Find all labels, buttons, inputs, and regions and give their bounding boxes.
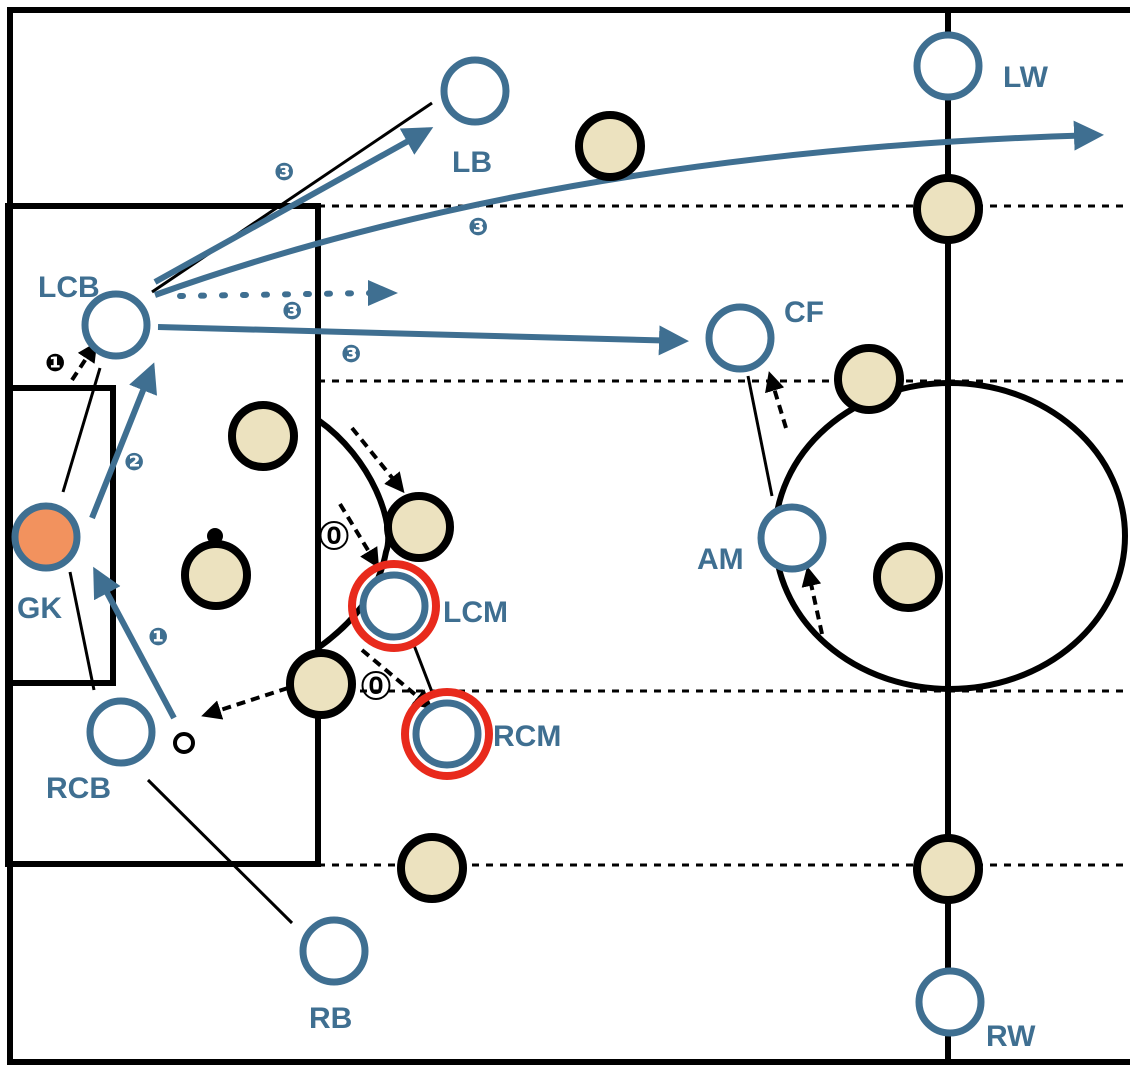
- opponent-facing-marker: [207, 528, 223, 544]
- connector-lcm-rcm: [410, 639, 434, 693]
- black-connectors: [61, 101, 774, 925]
- opponent-4: [834, 344, 904, 414]
- player-rb: [299, 916, 369, 986]
- label-lcb: LCB: [38, 271, 100, 304]
- label-lb: LB: [452, 146, 492, 179]
- step-one-black: ❶: [45, 349, 65, 377]
- opponent-6: [181, 540, 251, 610]
- highlight-ring-rcm: [401, 688, 493, 780]
- pass-lcb-to-cf: [157, 324, 689, 356]
- opponent-9: [397, 833, 467, 903]
- step-zero-upper: ⓪: [319, 520, 349, 555]
- goal-box: [5, 385, 116, 686]
- label-lw: LW: [1003, 61, 1049, 94]
- opponent-10: [913, 834, 983, 904]
- arrow-gk-to-lcb-step1: [70, 341, 98, 382]
- player-labels: LB LW LCB CF AM GK LCM RCM RCB RB RW: [17, 61, 1049, 1053]
- step-zero-lower: ⓪: [361, 670, 391, 705]
- connector-gk-rcb: [68, 571, 96, 691]
- team-players: [81, 31, 985, 1037]
- highlight-rings: [348, 560, 493, 780]
- arrow-press-to-lcm-top: [350, 426, 405, 494]
- step-three-dotted: ❸: [282, 297, 302, 325]
- label-rw: RW: [986, 1020, 1036, 1053]
- label-cf: CF: [784, 296, 824, 329]
- penalty-arc: [316, 417, 392, 651]
- pass-lcb-long-switch: [153, 120, 1104, 298]
- opponent-8: [286, 649, 356, 719]
- pass-rcb-to-gk: [93, 566, 177, 720]
- label-lcm: LCM: [443, 596, 508, 629]
- pass-lcb-dotted-run: [177, 290, 375, 299]
- label-gk: GK: [17, 592, 62, 625]
- label-rcb: RCB: [46, 772, 111, 805]
- opponents: [181, 111, 983, 904]
- dashed-black-arrows: [70, 341, 824, 720]
- arrow-press-to-lcm: [338, 502, 380, 569]
- dotted-run-arrowhead: [368, 280, 398, 306]
- pass-gk-to-lcb: [89, 362, 158, 520]
- arrow-up-to-am: [801, 566, 824, 635]
- pitch-markings: [5, 7, 1130, 1065]
- player-rcb: [86, 697, 156, 767]
- label-am: AM: [697, 543, 744, 576]
- arrow-presser-to-ball: [201, 686, 289, 720]
- pitch-boundary: [7, 7, 1130, 1065]
- step-two-blue: ❷: [124, 448, 144, 476]
- player-gk: [11, 502, 81, 572]
- opponent-7: [873, 542, 943, 612]
- ball: [173, 732, 195, 754]
- step-one-blue: ❶: [148, 623, 168, 651]
- step-three-lb: ❸: [274, 158, 294, 186]
- player-lb: [440, 56, 510, 126]
- label-rcm: RCM: [493, 720, 561, 753]
- pass-lcb-to-lb: [153, 127, 434, 285]
- arrow-am-to-cf: [765, 371, 788, 429]
- player-am: [757, 503, 827, 573]
- connector-gk-lcb: [61, 367, 102, 493]
- highlight-ring-lcm: [348, 560, 440, 652]
- step-three-cf: ❸: [341, 340, 361, 368]
- step-three-switch: ❸: [468, 213, 488, 241]
- player-lcm: [359, 571, 429, 641]
- player-rw: [915, 967, 985, 1037]
- player-lcb: [81, 290, 151, 360]
- connector-am-cf: [746, 375, 774, 497]
- step-numbers: ❶ ❶ ❷ ❸ ❸ ❸ ❸ ⓪ ⓪: [45, 158, 488, 705]
- player-cf: [705, 303, 775, 373]
- opponent-1: [575, 111, 645, 181]
- opponent-2: [913, 174, 983, 244]
- player-lw: [913, 31, 983, 101]
- blue-pass-arrows: [89, 120, 1104, 720]
- opponent-3: [228, 401, 298, 471]
- connector-rcb-rb: [146, 778, 294, 925]
- opponent-5: [384, 492, 454, 562]
- player-rcm: [412, 699, 482, 769]
- label-rb: RB: [309, 1002, 352, 1035]
